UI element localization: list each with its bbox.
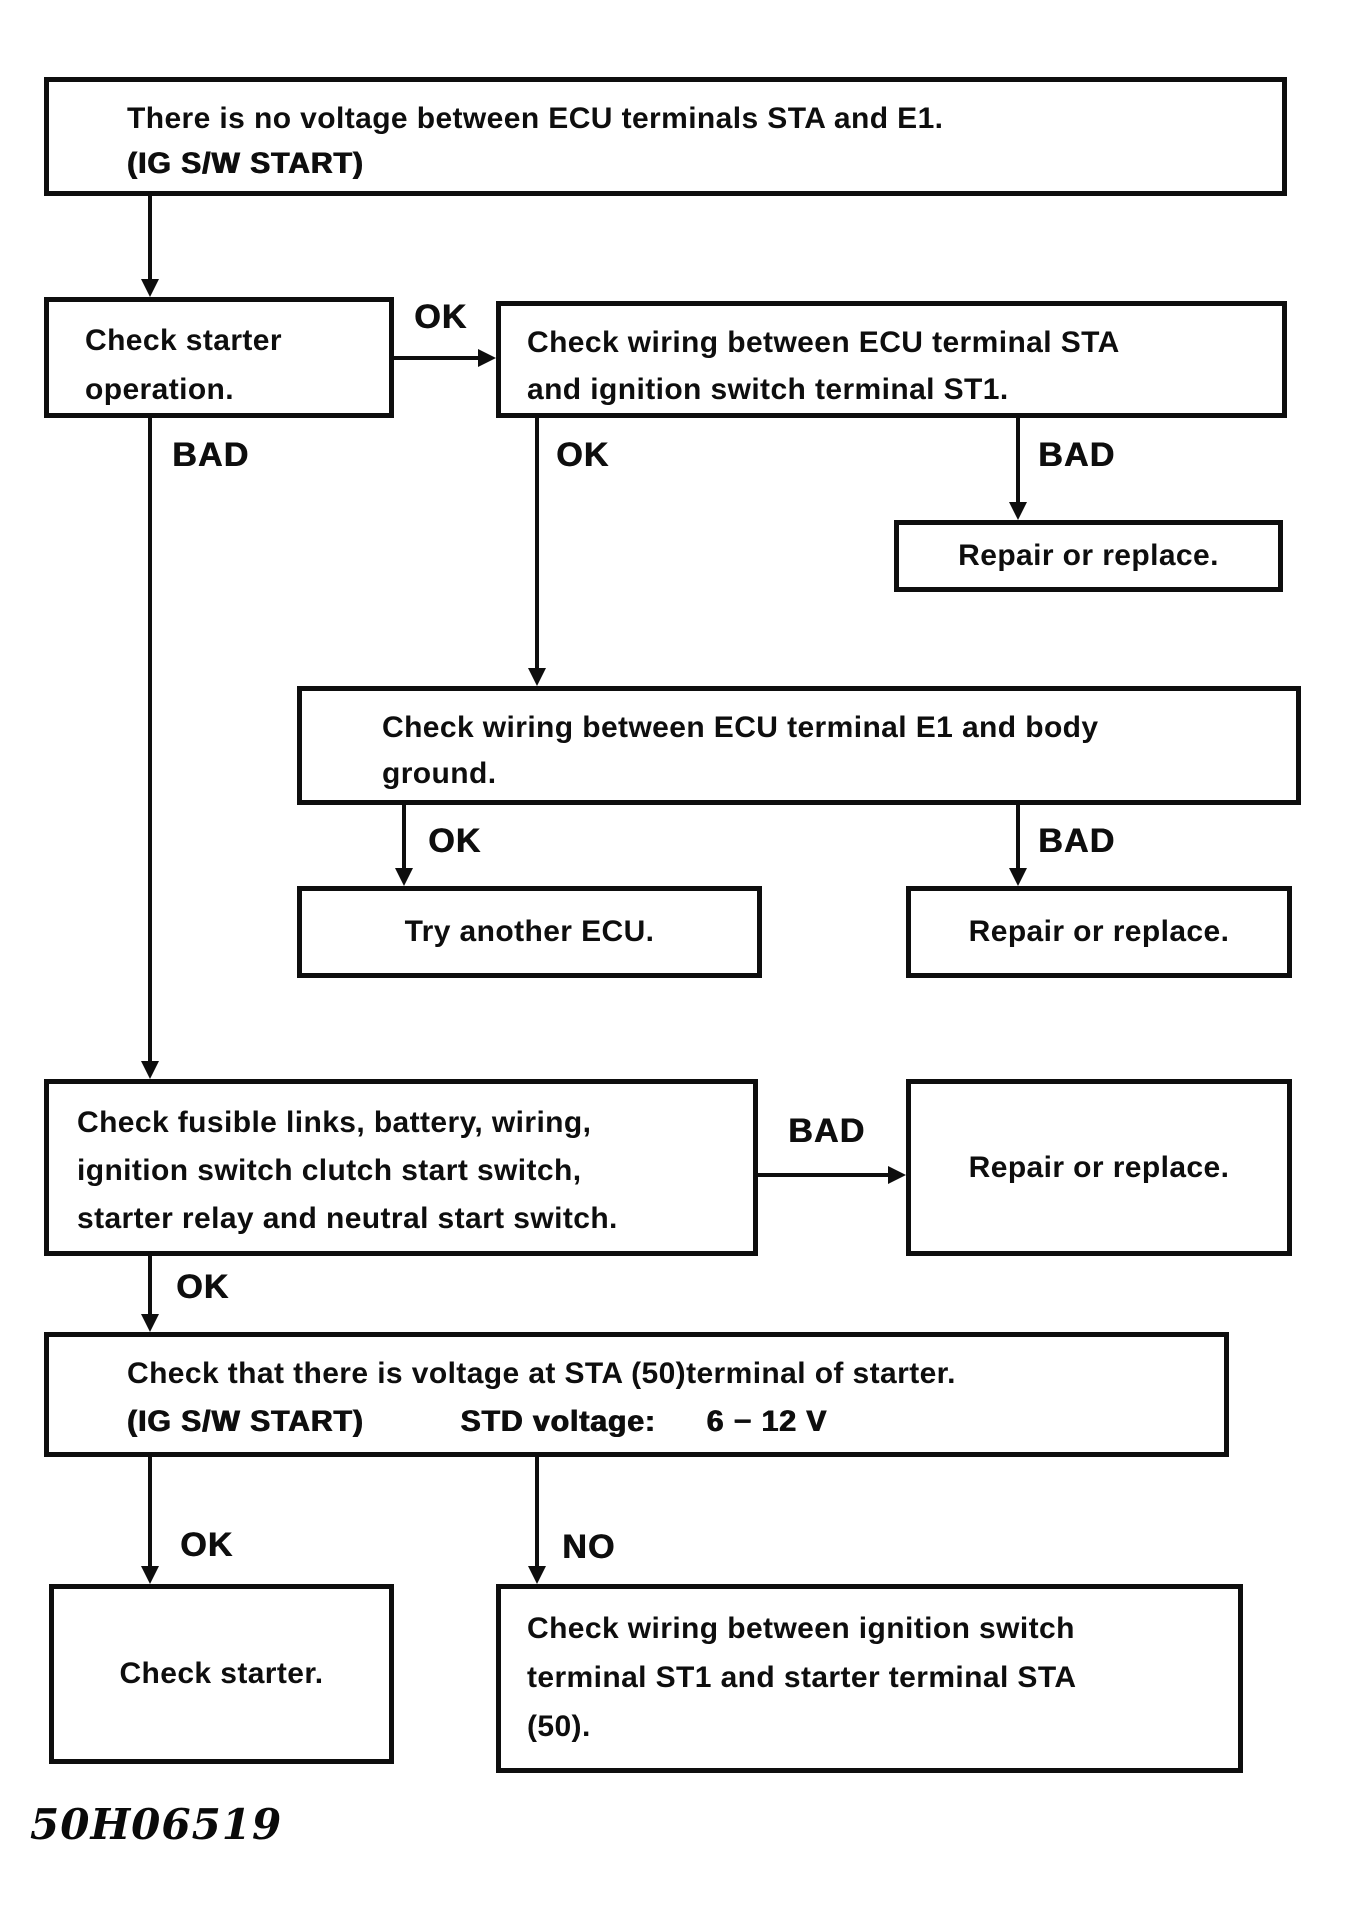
arrowhead-down-icon [395,868,413,886]
arrowhead-down-icon [141,279,159,297]
node-check-wiring-sta-st1: Check wiring between ECU terminal STA an… [496,301,1287,418]
edge-label-bad-2: BAD [1038,436,1116,474]
node-no-voltage-sta-e1: There is no voltage between ECU terminal… [44,77,1287,196]
node-text: Check starter. [119,1657,324,1690]
figure-code: 50H06519 [30,1800,283,1849]
connector-start-to-check-operation [148,196,152,282]
connector-ok-to-wiring-sta [394,356,480,360]
node-text-line: ground. [382,757,497,790]
edge-label-ok-1: OK [414,298,468,336]
node-text: Try another ECU. [404,915,655,948]
node-check-starter-operation: Check starter operation. [44,297,394,418]
node-check-voltage-sta50: Check that there is voltage at STA (50)t… [44,1332,1229,1457]
std-voltage-label: STD voltage: [460,1405,656,1438]
arrowhead-right-icon [478,349,496,367]
connector-ok-to-check-starter [148,1457,152,1568]
node-text-line: Check wiring between ECU terminal STA [527,326,1120,359]
node-check-fusible-links: Check fusible links, battery, wiring, ig… [44,1079,758,1256]
connector-bad-to-repair3 [758,1173,890,1177]
std-voltage-value: 6 − 12 V [706,1405,828,1438]
node-repair-or-replace-3: Repair or replace. [906,1079,1292,1256]
connector-bad-to-repair1 [1016,418,1020,504]
arrowhead-down-icon [141,1314,159,1332]
edge-label-no-1: NO [562,1528,616,1566]
node-text-line: operation. [85,373,235,406]
connector-bad-to-repair2 [1016,805,1020,870]
node-text: Repair or replace. [968,915,1230,948]
arrowhead-down-icon [1009,868,1027,886]
edge-label-ok-5: OK [180,1526,234,1564]
edge-label-bad-1: BAD [172,436,250,474]
node-text-line: Check wiring between ignition switch [527,1612,1075,1645]
node-text-line: Check wiring between ECU terminal E1 and… [382,711,1099,744]
arrowhead-down-icon [141,1566,159,1584]
connector-ok-to-try-ecu [402,805,406,870]
node-try-another-ecu: Try another ECU. [297,886,762,978]
node-text-line: terminal ST1 and starter terminal STA [527,1661,1077,1694]
node-check-wiring-e1-ground: Check wiring between ECU terminal E1 and… [297,686,1301,805]
node-text-line: starter relay and neutral start switch. [77,1202,618,1235]
node-text-line: Check that there is voltage at STA (50)t… [127,1357,956,1390]
node-repair-or-replace-1: Repair or replace. [894,520,1283,592]
node-text-line: (IG S/W START) [127,147,364,180]
edge-label-ok-2: OK [556,436,610,474]
connector-ok-to-wiring-e1 [535,418,539,670]
node-text-line: Check starter [85,324,282,357]
node-text-line: ignition switch clutch start switch, [77,1154,582,1187]
node-text-line: Check fusible links, battery, wiring, [77,1106,592,1139]
edge-label-bad-3: BAD [1038,822,1116,860]
arrowhead-right-icon [888,1166,906,1184]
ig-sw-start-label: (IG S/W START) [127,1405,364,1438]
node-check-starter: Check starter. [49,1584,394,1764]
node-text: Repair or replace. [968,1150,1230,1184]
node-text-line: (50). [527,1710,591,1743]
node-text-line: There is no voltage between ECU terminal… [127,102,944,135]
node-check-wiring-st1-sta50: Check wiring between ignition switch ter… [496,1584,1243,1773]
node-text-line: and ignition switch terminal ST1. [527,373,1009,406]
connector-no-to-wiring-st1 [535,1457,539,1568]
connector-bad-to-fusible [148,418,152,1063]
arrowhead-down-icon [528,1566,546,1584]
arrowhead-down-icon [1009,502,1027,520]
edge-label-ok-4: OK [176,1268,230,1306]
arrowhead-down-icon [528,668,546,686]
node-text: Repair or replace. [958,539,1219,572]
node-repair-or-replace-2: Repair or replace. [906,886,1292,978]
edge-label-ok-3: OK [428,822,482,860]
node-text-line: (IG S/W START) STD voltage: 6 − 12 V [127,1398,1224,1446]
connector-ok-to-voltage-check [148,1256,152,1316]
arrowhead-down-icon [141,1061,159,1079]
edge-label-bad-4: BAD [788,1112,866,1150]
